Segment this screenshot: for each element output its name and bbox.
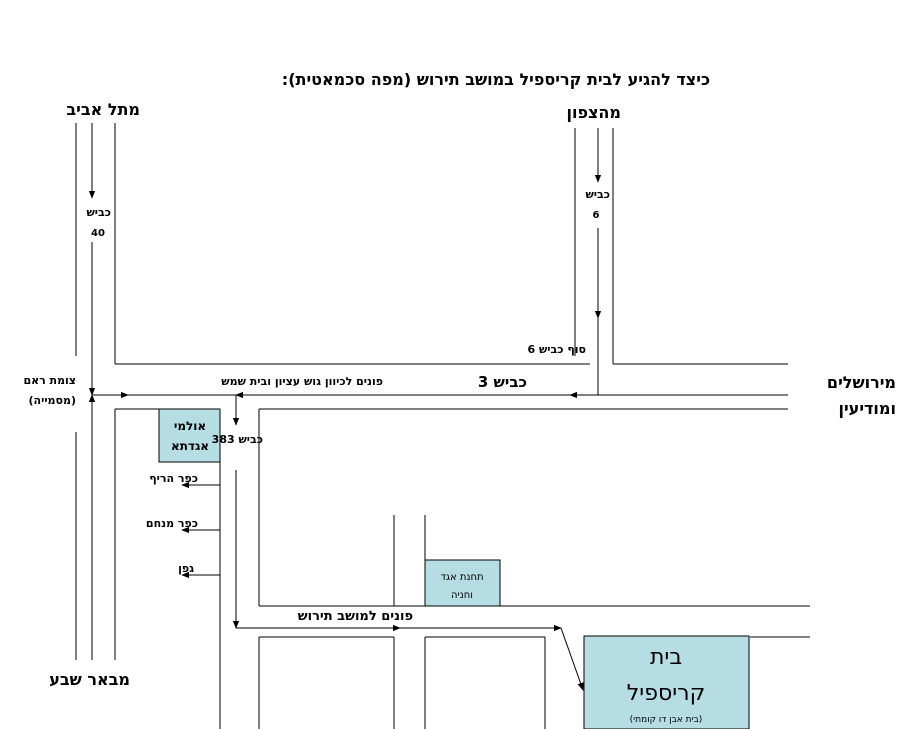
label-road-40-number: 40 [91, 228, 105, 239]
label-road-6-word: כביש [585, 188, 610, 201]
label-road-383: כביש 383 [212, 433, 263, 446]
label-crispil-3: (בית אבן דו קומתי) [630, 715, 703, 725]
gas-station-box [424, 559, 501, 607]
label-gas-station-2: וחניה [451, 590, 473, 601]
label-gas-station-1: תחנת אגד [440, 572, 483, 583]
crispil-box [583, 635, 750, 729]
label-turn-gush-etzion: פונים לכיוון גוש עציון ובית שמש [221, 375, 383, 388]
label-from-beer-sheva: מבאר שבע [49, 670, 130, 689]
label-kfar-menachem: כפר מנחם [146, 517, 198, 530]
map-title: כיצד להגיע לבית קריספיל במושב תירוש (מפה… [282, 70, 710, 89]
label-end-road-6: סוף כביש 6 [527, 343, 586, 356]
label-junction-re-em: צומת ראם [23, 374, 76, 387]
label-agadta-1: אולמי [174, 419, 206, 433]
label-road-40-word: כביש [86, 206, 111, 219]
label-road-3: כביש 3 [478, 373, 527, 391]
label-turn-tirosh: פונים למושב תירוש [298, 609, 413, 624]
label-from-jerusalem: מירושלים [827, 373, 896, 392]
label-junction-re-em-sub: (מסמייה) [29, 394, 77, 407]
label-road-6-number: 6 [593, 210, 600, 221]
label-from-tel-aviv: מתל אביב [66, 100, 140, 119]
label-crispil-1: בית [650, 645, 682, 670]
label-agadta-2: אגדתא [171, 439, 209, 453]
label-from-north: מהצפון [566, 103, 621, 122]
label-crispil-2: קריספיל [627, 681, 705, 706]
route-lines [88, 123, 788, 691]
label-kfar-harif: כפר הריף [149, 472, 198, 485]
route-to-crispil [560, 627, 584, 691]
label-gefen: גפן [178, 562, 194, 575]
label-and-modiin: ומודיעין [838, 399, 896, 418]
agadta-box [158, 408, 221, 463]
